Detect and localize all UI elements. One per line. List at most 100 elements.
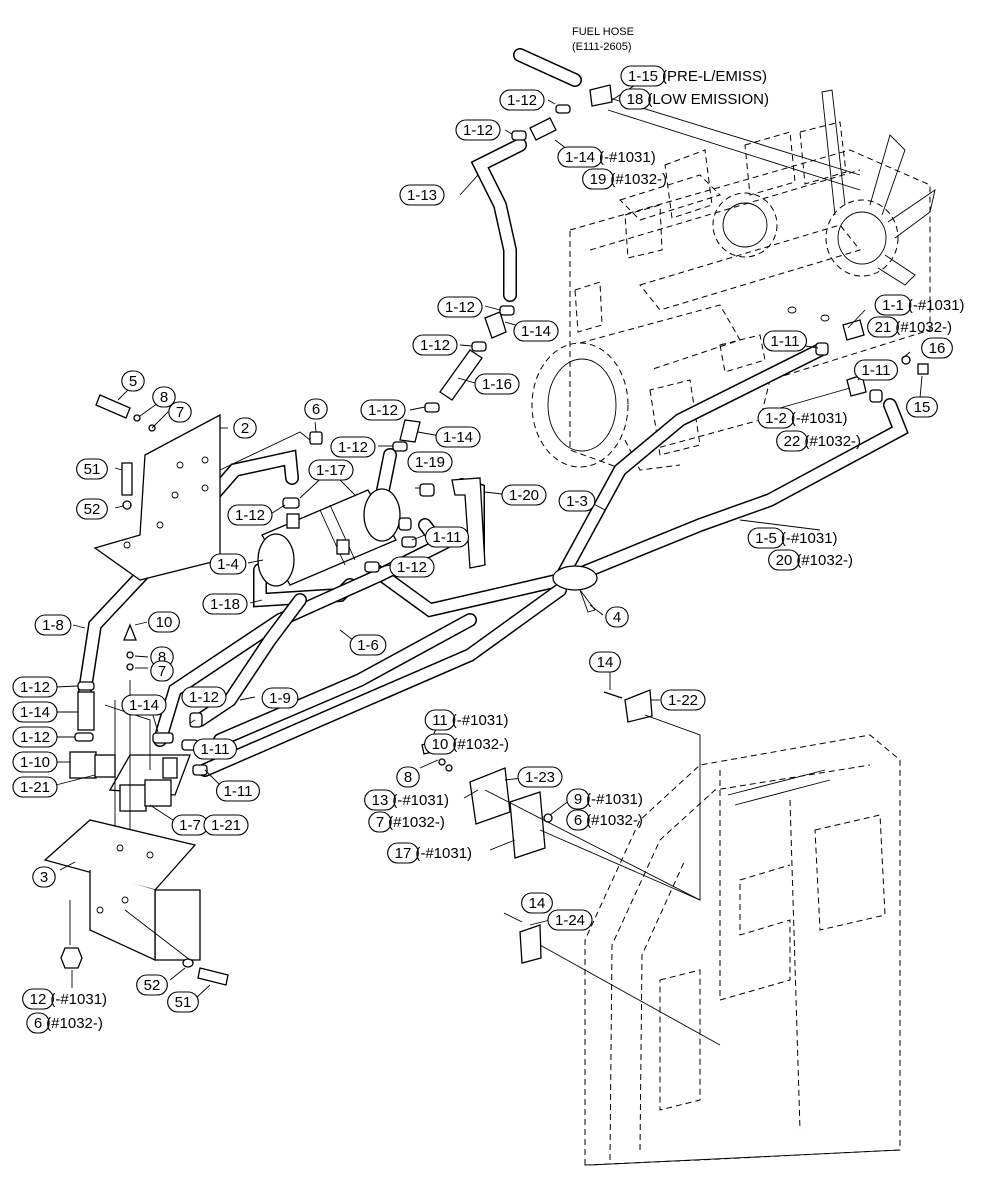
- callout-1-11: 1-11: [215, 780, 261, 802]
- callout-bubble: [499, 89, 545, 111]
- callout-bubble: [308, 459, 354, 481]
- fuel-hose-inlet: [513, 48, 861, 191]
- callout-7: 7(#1032-): [368, 811, 445, 833]
- callout-number: 1-18: [210, 596, 240, 613]
- callout-number: 14: [529, 895, 546, 912]
- callout-bubble: [192, 738, 238, 760]
- callout-51: 51: [167, 991, 199, 1013]
- callout-bubble: [121, 694, 167, 716]
- callout-1-11: 1-11: [762, 330, 808, 352]
- fuel-hose-part-number: (E111-2605): [572, 41, 632, 53]
- callout-bubble: [558, 490, 596, 512]
- callout-number: 1-12: [20, 729, 50, 746]
- callout-number: 52: [84, 501, 101, 518]
- callout-bubble: [474, 373, 520, 395]
- callout-1-13: 1-13: [399, 184, 445, 206]
- callout-bubble: [360, 399, 406, 421]
- callout-number: 1-17: [316, 462, 346, 479]
- callout-9: 9(-#1031): [566, 788, 643, 810]
- callout-number: 17: [395, 845, 412, 862]
- callout-bubble: [261, 687, 299, 709]
- fuel-hose-title: FUEL HOSE: [572, 26, 634, 38]
- callout-bubble: [76, 498, 108, 520]
- callout-number: 1-11: [224, 783, 253, 800]
- callout-bubble: [181, 686, 227, 708]
- callout-qualifier: (#1032-): [895, 319, 952, 336]
- callout-number: 1-12: [338, 439, 368, 456]
- callout-1-14: 1-14: [12, 701, 58, 723]
- callout-1-18: 1-18: [202, 593, 248, 615]
- callout-bubble: [150, 660, 174, 682]
- callout-number: 1-8: [42, 617, 64, 634]
- callout-12: 12(-#1031): [22, 988, 107, 1010]
- callout-bubble: [136, 974, 168, 996]
- callout-bubble: [167, 991, 199, 1013]
- callout-bubble: [349, 634, 387, 656]
- callout-bubble: [32, 866, 56, 888]
- callout-7: 7: [150, 660, 174, 682]
- callout-number: 1-12: [397, 559, 427, 576]
- callout-1-11: 1-11: [424, 526, 470, 548]
- callout-number: 1-24: [555, 912, 585, 929]
- callout-bubble: [867, 316, 899, 338]
- callout-bubble: [407, 451, 453, 473]
- callout-bubble: [547, 909, 593, 931]
- callout-number: 7: [376, 814, 384, 831]
- callout-number: 1-22: [668, 692, 698, 709]
- callout-number: 15: [914, 399, 931, 416]
- callout-bubble: [437, 296, 483, 318]
- callout-bubble: [148, 611, 180, 633]
- callout-bubble: [605, 606, 629, 628]
- callout-bubble: [424, 526, 470, 548]
- callout-number: 1-11: [771, 333, 800, 350]
- callout-qualifier: (#1032-): [452, 736, 509, 753]
- callout-1-7: 1-7: [171, 814, 209, 836]
- callout-bubble: [747, 527, 785, 549]
- callout-number: 5: [129, 373, 137, 390]
- callout-number: 51: [175, 994, 192, 1011]
- callout-number: 9: [574, 791, 582, 808]
- callout-bubble: [620, 65, 666, 87]
- callout-number: 1-12: [445, 299, 475, 316]
- callout-qualifier: (-#1031): [452, 712, 509, 729]
- hose-lines: [78, 138, 909, 777]
- callout-number: 1-12: [463, 122, 493, 139]
- callout-number: 1-23: [525, 769, 555, 786]
- callout-number: 3: [40, 869, 48, 886]
- callout-bubble: [12, 676, 58, 698]
- callout-number: 8: [404, 769, 412, 786]
- callout-1-12: 1-12: [437, 296, 483, 318]
- callout-qualifier: (#1032-): [388, 814, 445, 831]
- callout-bubble: [389, 556, 435, 578]
- callout-14: 14: [589, 651, 621, 673]
- callout-qualifier: (-#1031): [586, 791, 643, 808]
- callout-bubble: [517, 766, 563, 788]
- parts: [43, 84, 929, 1046]
- callout-qualifier: (-#1031): [599, 149, 656, 166]
- callout-8: 8: [152, 386, 176, 408]
- callout-1-14: 1-14: [121, 694, 167, 716]
- callout-bubble: [660, 689, 706, 711]
- callout-number: 1-14: [20, 704, 50, 721]
- callout-qualifier: (-#1031): [781, 530, 838, 547]
- callout-1-12: 1-12: [499, 89, 545, 111]
- callout-number: 1-2: [765, 410, 787, 427]
- callout-bubble: [364, 789, 396, 811]
- callout-bubble: [12, 751, 58, 773]
- callout-bubble: [396, 766, 420, 788]
- callout-number: 2: [241, 420, 249, 437]
- callout-number: 1-16: [482, 376, 512, 393]
- callout-4: 4: [605, 606, 629, 628]
- callout-number: 1-12: [368, 402, 398, 419]
- callout-number: 10: [156, 614, 173, 631]
- callout-number: 1-12: [235, 507, 265, 524]
- callout-bubble: [921, 337, 953, 359]
- callout-bubble: [435, 426, 481, 448]
- callout-6: 6(#1032-): [566, 809, 643, 831]
- callout-number: 1-14: [129, 697, 159, 714]
- callout-6: 6: [304, 398, 328, 420]
- callout-bubble: [203, 814, 249, 836]
- callout-1-8: 1-8: [34, 614, 72, 636]
- callout-bubble: [776, 430, 808, 452]
- callout-number: 1-5: [755, 530, 777, 547]
